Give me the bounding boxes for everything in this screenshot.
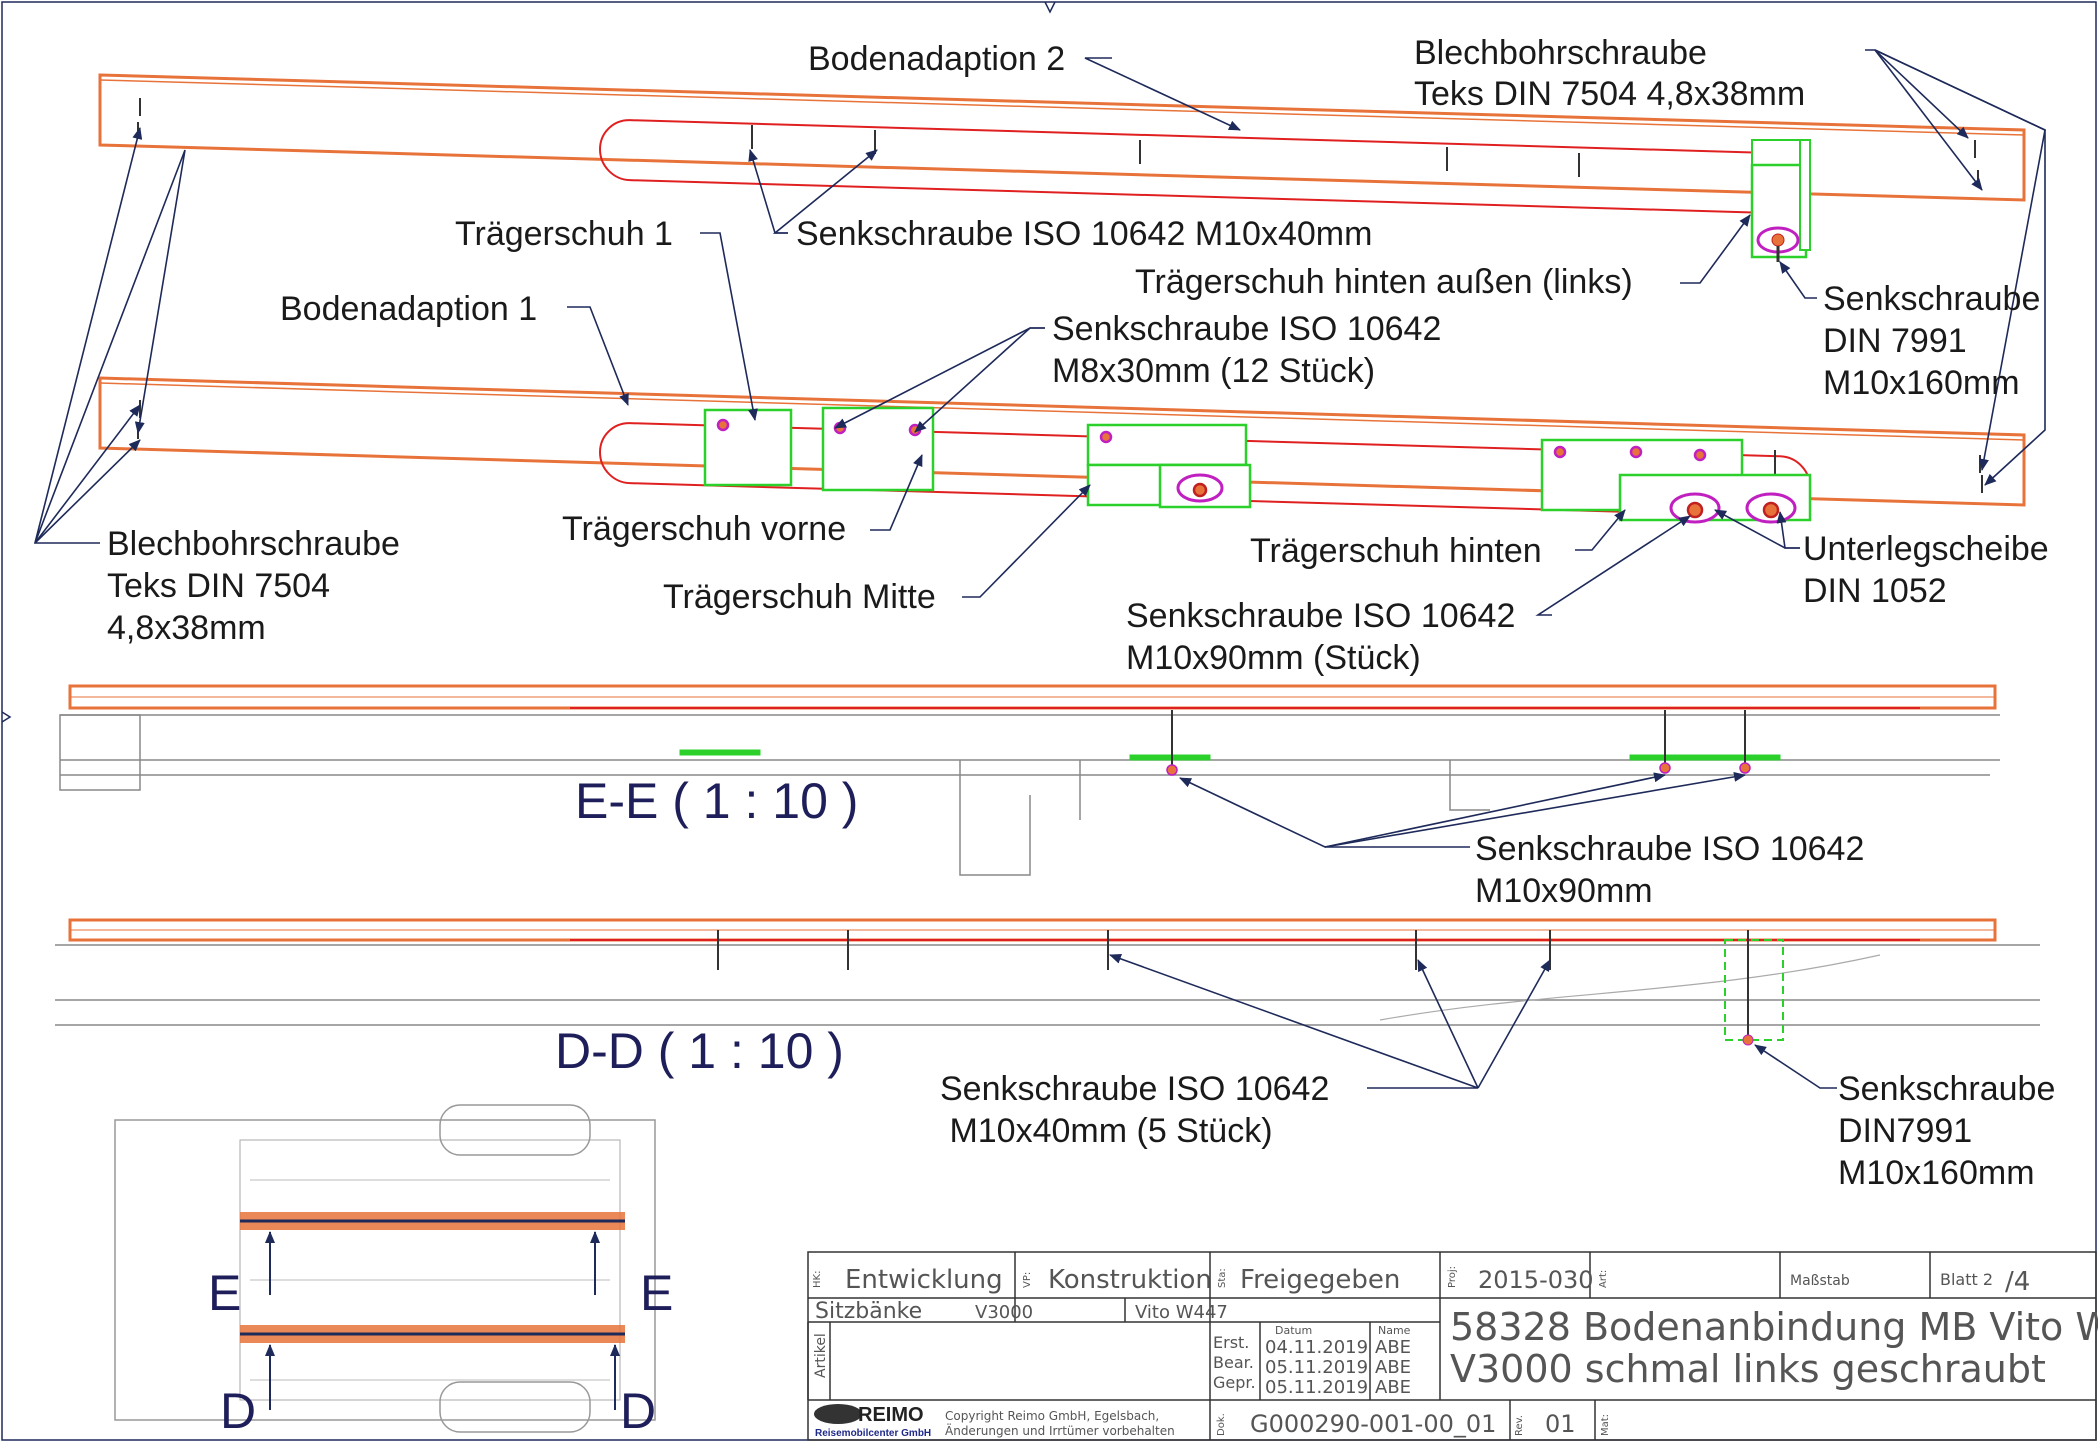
tb-model2: Vito W447 [1135,1302,1228,1323]
bolt-group-upper [137,98,1979,186]
label-blechbohr-left-1: Blechbohrschraube [107,525,400,563]
label-senk-m10x90-2: M10x90mm [1475,872,1653,910]
section-ee-drawing [59,684,2000,876]
rail-lower [98,376,2026,524]
tb-doc-no: G000290-001-00_01 [1250,1410,1496,1438]
center-mark-left [1,711,12,723]
traegerschuh-mitte-shape [1086,423,1252,509]
tb-title-2: V3000 schmal links geschraubt [1450,1347,2046,1391]
label-senk-m10x90-1: Senkschraube ISO 10642 [1475,830,1864,868]
label-blechbohr-left-3: 4,8x38mm [107,609,266,647]
label-traegerschuh-mitte: Trägerschuh Mitte [663,578,936,616]
label-senk7991-1: Senkschraube [1823,280,2040,318]
tb-konstruktion-tag: VP: [1022,1272,1033,1288]
tb-title-1: 58328 Bodenanbindung MB Vito W447 [1450,1305,2098,1349]
tb-model1: V3000 [975,1302,1033,1323]
label-traegerschuh-vorne: Trägerschuh vorne [562,510,846,548]
label-bodenadaption-2: Bodenadaption 2 [808,40,1065,78]
tb-name3: ABE [1375,1377,1411,1398]
tb-name2: ABE [1375,1357,1411,1378]
tb-date1: 04.11.2019 [1265,1337,1368,1358]
label-unterleg-1: Unterlegscheibe [1803,530,2049,568]
tb-erst: Erst. [1213,1333,1249,1352]
label-senk-din7991-1: Senkschraube [1838,1070,2055,1108]
section-dd-label: D-D ( 1 : 10 ) [555,1023,844,1079]
label-senk-m10x40: Senkschraube ISO 10642 M10x40mm [796,215,1372,253]
tb-blatt: Blatt 2 [1940,1270,1993,1289]
tb-konstruktion: Konstruktion [1048,1265,1212,1295]
tb-proj-tag: Proj: [1447,1266,1458,1288]
overview-d-right: D [620,1383,656,1439]
tb-gepr: Gepr. [1213,1373,1256,1392]
tb-mat-tag: Mat: [1600,1414,1611,1436]
tb-art-tag: Art: [1598,1270,1609,1288]
tb-datum-hdr: Datum [1275,1324,1312,1337]
overview-e-right: E [640,1265,673,1321]
leader-lines [33,49,2046,1089]
label-senk-m10x90s-1: Senkschraube ISO 10642 [1126,597,1515,635]
traegerschuh-hinten-aussen-shape [1750,139,1811,262]
label-blechbohr-top-1: Blechbohrschraube [1414,34,1707,72]
reimo-logo: REIMO Reisemobilcenter GmbH [814,1404,931,1439]
tb-date2: 05.11.2019 [1265,1357,1368,1378]
label-senk-din7991-2: DIN7991 [1838,1112,1972,1150]
section-ee-label: E-E ( 1 : 10 ) [575,773,858,829]
label-unterleg-2: DIN 1052 [1803,572,1947,610]
tb-date3: 05.11.2019 [1265,1377,1368,1398]
label-senk-din7991-3: M10x160mm [1838,1154,2035,1192]
label-blechbohr-top-2: Teks DIN 7504 4,8x38mm [1414,75,1805,113]
tb-product: Sitzbänke [815,1299,922,1324]
tb-copyright-1: Copyright Reimo GmbH, Egelsbach, [945,1409,1159,1423]
tb-freigegeben: Freigegeben [1240,1265,1400,1295]
tb-artikel: Artikel [813,1333,829,1378]
tb-logo: REIMO [858,1404,924,1426]
tb-rev: 01 [1545,1410,1576,1438]
tb-logo-sub: Reisemobilcenter GmbH [815,1428,931,1439]
tb-name1: ABE [1375,1337,1411,1358]
center-mark-top [1044,1,1056,14]
label-senk-m8-1: Senkschraube ISO 10642 [1052,310,1441,348]
tb-name-hdr: Name [1378,1324,1411,1337]
tb-dept-tag: HK: [812,1271,823,1288]
callout-labels: Bodenadaption 2 Blechbohrschraube Teks D… [107,34,2055,1192]
label-traegerschuh-1: Trägerschuh 1 [455,215,673,253]
label-senk-m10x40-5-2: M10x40mm (5 Stück) [940,1112,1273,1150]
label-senk-m10x40-5-1: Senkschraube ISO 10642 [940,1070,1329,1108]
label-senk-m10x90s-2: M10x90mm (Stück) [1126,639,1421,677]
tb-massstab: Maßstab [1790,1273,1850,1289]
tb-blatt-of: /4 [2005,1267,2030,1297]
title-block: HK: Entwicklung VP: Konstruktion Sta: Fr… [807,1251,2098,1441]
overview-d-left: D [220,1383,256,1439]
label-senk7991-2: DIN 7991 [1823,322,1967,360]
rail-upper [98,73,2026,262]
label-bodenadaption-1: Bodenadaption 1 [280,290,537,328]
tb-project: 2015-030 [1478,1266,1594,1294]
tb-rev-tag: Rev. [1514,1415,1525,1436]
vehicle-overview [114,1104,656,1433]
tb-freigegeben-tag: Sta: [1217,1268,1228,1288]
tb-bear: Bear. [1213,1353,1254,1372]
label-traegerschuh-hinten: Trägerschuh hinten [1250,532,1542,570]
overview-e-left: E [208,1265,241,1321]
tb-dok-tag: Dok. [1216,1413,1227,1436]
label-hinten-aussen: Trägerschuh hinten außen (links) [1135,263,1633,301]
label-blechbohr-left-2: Teks DIN 7504 [107,567,330,605]
tb-copyright-2: Änderungen und Irrtümer vorbehalten [945,1423,1175,1438]
label-senk-m8-2: M8x30mm (12 Stück) [1052,352,1375,390]
tb-dept: Entwicklung [845,1265,1003,1295]
label-senk7991-3: M10x160mm [1823,364,2020,402]
section-dd-drawing [55,918,2040,1046]
